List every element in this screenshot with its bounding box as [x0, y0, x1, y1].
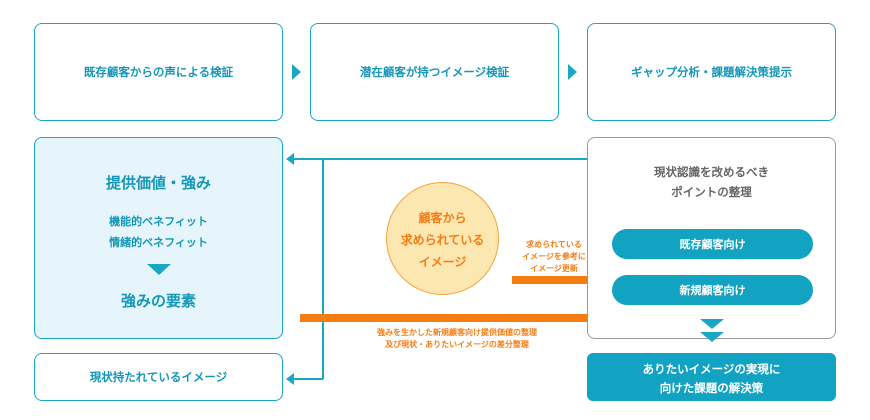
circle-line-3: イメージ [418, 255, 467, 269]
step-box-existing-customer-voice: 既存顧客からの声による検証 [34, 23, 283, 121]
panel-title-line-2: ポイントの整理 [671, 185, 752, 199]
arrow-down-icon [147, 264, 171, 275]
circle-line-2: 求められている [400, 233, 485, 247]
solution-line-1: ありたいイメージの実現に [642, 362, 781, 376]
arrow-right-icon [568, 64, 577, 80]
connector-top [294, 158, 587, 160]
functional-benefit: 機能的ベネフィット [109, 215, 208, 228]
panel-title-line-1: 現状認識を改めるべき [654, 165, 769, 179]
step-box-gap-analysis: ギャップ分析・課題解決策提示 [587, 23, 836, 121]
current-image-box: 現状持たれているイメージ [34, 353, 283, 401]
step-label: 潜在顧客が持つイメージ検証 [359, 65, 510, 79]
connector-vertical [322, 158, 324, 379]
solution-line-2: 向けた課題の解決策 [659, 381, 764, 395]
value-strength-panel: 提供価値・強み 機能的ベネフィット 情緒的ベネフィット 強みの要素 [34, 137, 283, 339]
strength-elements: 強みの要素 [120, 292, 196, 310]
arrow-right-icon [292, 64, 301, 80]
step-label: 既存顧客からの声による検証 [83, 65, 234, 79]
solution-box: ありたいイメージの実現に 向けた課題の解決策 [587, 353, 836, 401]
pill-existing-customers: 既存顧客向け [612, 229, 813, 259]
orange-arrow-upper [512, 276, 598, 284]
gap-organization-label: 強みを生かした新規顧客向け提供価値の整理 及び現状・ありたいイメージの差分整理 [377, 328, 537, 349]
arrow-left-icon [286, 373, 294, 385]
pill-new-customers: 新規顧客向け [612, 275, 813, 305]
update-image-label: 求められている イメージを参考に イメージ更新 [522, 240, 586, 273]
current-image-label: 現状持たれているイメージ [89, 370, 228, 384]
arrow-down-icon [700, 332, 724, 342]
arrow-left-icon [286, 153, 294, 165]
customer-desired-image-circle: 顧客から 求められている イメージ [386, 182, 499, 295]
step-label: ギャップ分析・課題解決策提示 [631, 65, 792, 79]
orange-arrow-lower [300, 314, 598, 322]
arrow-down-icon [700, 319, 724, 329]
connector-bottom [294, 378, 323, 380]
circle-line-1: 顧客から [418, 211, 467, 225]
emotional-benefit: 情緒的ベネフィット [109, 236, 208, 249]
panel-title: 提供価値・強み [105, 174, 211, 192]
step-box-potential-customer-image: 潜在顧客が持つイメージ検証 [310, 23, 559, 121]
